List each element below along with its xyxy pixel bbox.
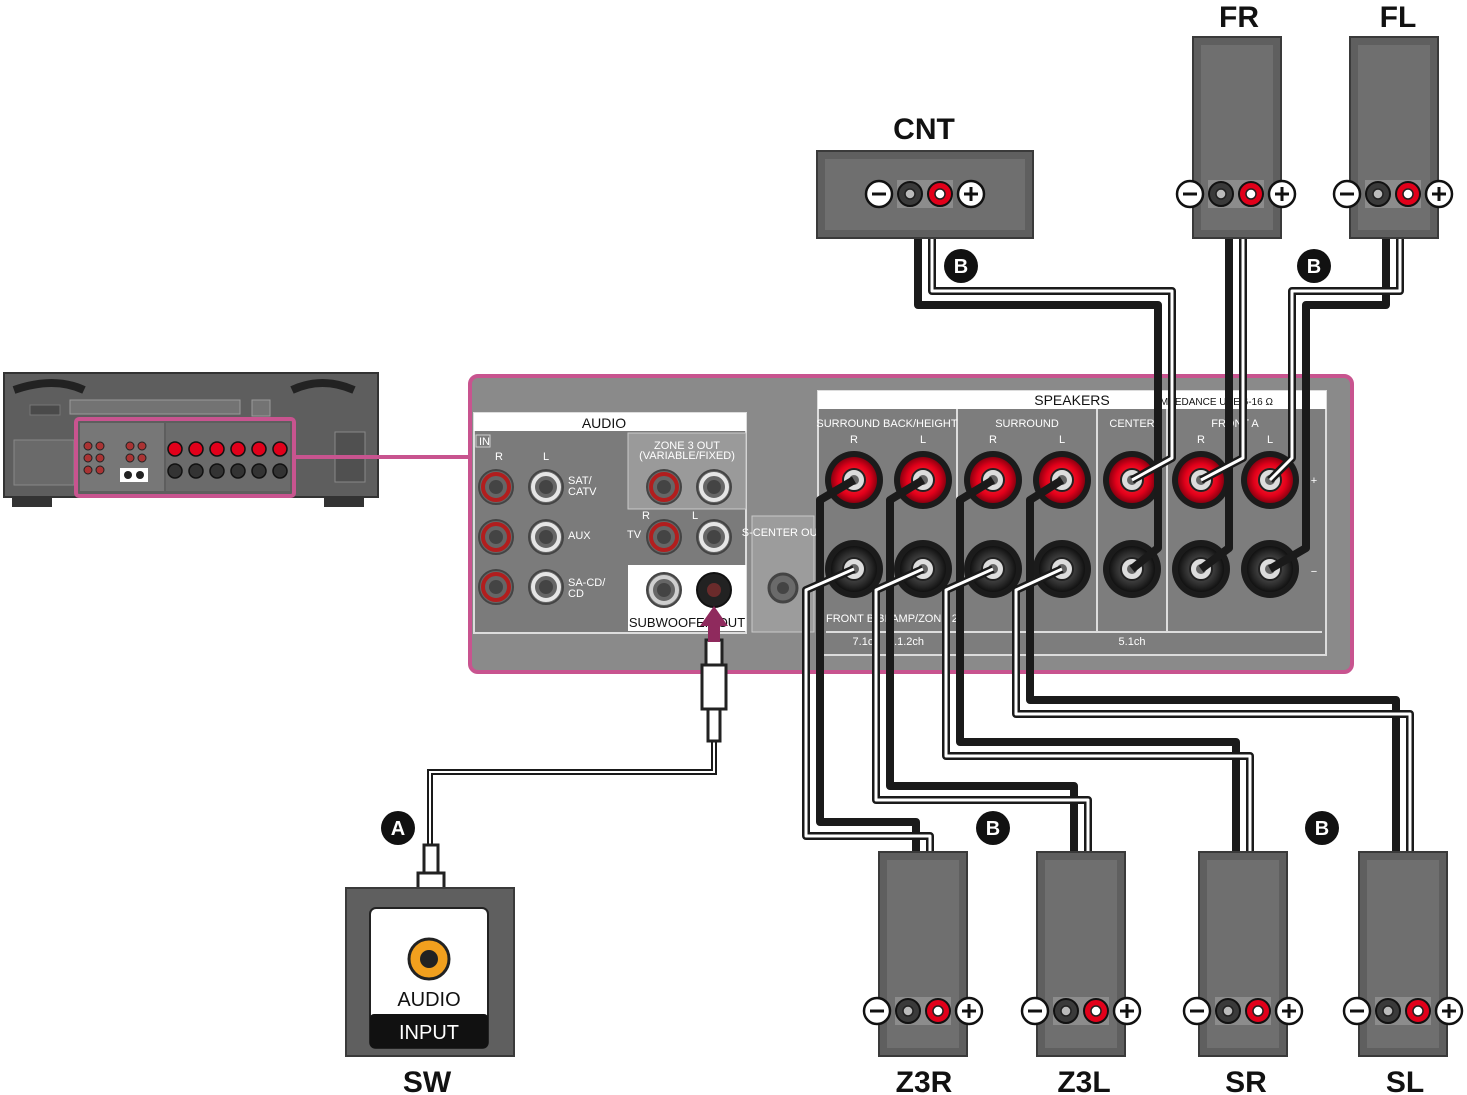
label-z3r: Z3R bbox=[896, 1066, 953, 1095]
callout-a: A bbox=[381, 811, 415, 845]
sbh-r-label: R bbox=[850, 434, 858, 446]
label-fl: FL bbox=[1380, 1, 1417, 34]
rca-jack-white bbox=[528, 469, 564, 505]
plus-icon bbox=[1112, 996, 1142, 1026]
rca-jack-white bbox=[528, 569, 564, 605]
plus-icon bbox=[1274, 996, 1304, 1026]
audio-section: AUDIO IN R L SAT/ CATV AUX SA-CD/ CD ZON… bbox=[473, 412, 747, 634]
label-sw: SW bbox=[403, 1066, 452, 1095]
speaker-z3l bbox=[1020, 851, 1142, 1057]
callout-b-zone3: B bbox=[976, 811, 1010, 845]
center-label: CENTER bbox=[1109, 418, 1154, 430]
subwoofer: AUDIO INPUT bbox=[345, 887, 515, 1057]
zone3-out-label: ZONE 3 OUT bbox=[654, 440, 720, 452]
s-center-out-label: S-CENTER OUT bbox=[742, 527, 825, 539]
minus-icon bbox=[1332, 179, 1362, 209]
label-sr: SR bbox=[1225, 1066, 1267, 1095]
svg-text:B: B bbox=[1315, 818, 1329, 840]
rca-plug-bottom bbox=[422, 843, 440, 877]
surround-back-height-label: SURROUND BACK/HEIGHT bbox=[816, 418, 957, 430]
subwoofer-out-jack-1 bbox=[646, 572, 682, 608]
minus-icon bbox=[1342, 996, 1372, 1026]
speaker-sr bbox=[1182, 851, 1304, 1057]
sbh-l-label: L bbox=[920, 434, 926, 446]
minus-icon bbox=[864, 179, 894, 209]
svg-text:B: B bbox=[1307, 256, 1321, 278]
s-center-out-section: S-CENTER OUT bbox=[742, 515, 825, 633]
callout-b-surround: B bbox=[1305, 811, 1339, 845]
zone3-jack-l bbox=[696, 469, 732, 505]
fa-l-label: L bbox=[1267, 434, 1273, 446]
minus-icon bbox=[862, 996, 892, 1026]
subwoofer-out-label: SUBWOOFER OUT bbox=[629, 615, 745, 630]
callout-b-center: B bbox=[944, 249, 978, 283]
sa-cd-label-1: SA-CD/ bbox=[568, 577, 606, 589]
plus-icon bbox=[1267, 179, 1297, 209]
audio-r-label: R bbox=[495, 451, 503, 463]
sa-cd-label-2: CD bbox=[568, 588, 584, 600]
rca-jack-red bbox=[478, 519, 514, 555]
insert-arrow-icon bbox=[700, 606, 728, 642]
in-label: IN bbox=[479, 436, 490, 448]
sat-catv-label-1: SAT/ bbox=[568, 475, 593, 487]
sw-input-label: INPUT bbox=[399, 1022, 459, 1044]
surround-label: SURROUND bbox=[995, 418, 1059, 430]
minus-icon bbox=[1182, 996, 1212, 1026]
tv-label: TV bbox=[627, 529, 642, 541]
svg-text:A: A bbox=[391, 818, 405, 840]
audio-title: AUDIO bbox=[582, 415, 626, 431]
speaker-sl bbox=[1342, 851, 1464, 1057]
zone3-r-label: R bbox=[642, 510, 650, 522]
speakers-title: SPEAKERS bbox=[1034, 392, 1109, 408]
plus-icon bbox=[1424, 179, 1454, 209]
svg-text:B: B bbox=[986, 818, 1000, 840]
ch-51-label: 5.1ch bbox=[1119, 636, 1146, 648]
rear-panel: AUDIO IN R L SAT/ CATV AUX SA-CD/ CD ZON… bbox=[468, 374, 1354, 674]
panel-minus-mark: − bbox=[1311, 566, 1317, 578]
rca-jack-red bbox=[478, 469, 514, 505]
rca-plug-top bbox=[704, 638, 724, 668]
svg-text:B: B bbox=[954, 256, 968, 278]
speaker-cnt bbox=[816, 150, 1034, 239]
front-a-label: FRONT A bbox=[1211, 418, 1259, 430]
rca-jack-white bbox=[528, 519, 564, 555]
speaker-fr bbox=[1175, 36, 1297, 239]
label-cnt: CNT bbox=[893, 113, 955, 146]
speaker-z3r bbox=[862, 851, 984, 1057]
rca-jack-red bbox=[478, 569, 514, 605]
callout-b-front: B bbox=[1297, 249, 1331, 283]
subwoofer-out-jack-2 bbox=[696, 572, 732, 608]
impedance-label: IMPEDANCE USE 6-16 Ω bbox=[1157, 397, 1273, 408]
zone3-l-label: L bbox=[692, 510, 698, 522]
sw-audio-label: AUDIO bbox=[397, 989, 460, 1011]
plus-icon bbox=[1434, 996, 1464, 1026]
panel-plus-mark: + bbox=[1311, 475, 1317, 487]
minus-icon bbox=[1175, 179, 1205, 209]
zone3-out-sub: (VARIABLE/FIXED) bbox=[639, 450, 735, 462]
sur-l-label: L bbox=[1059, 434, 1065, 446]
tv-jack-l bbox=[696, 519, 732, 555]
fa-r-label: R bbox=[1197, 434, 1205, 446]
tv-jack-r bbox=[646, 519, 682, 555]
label-fr: FR bbox=[1219, 1, 1259, 34]
plus-icon bbox=[954, 996, 984, 1026]
plus-icon bbox=[956, 179, 986, 209]
speaker-fl bbox=[1332, 36, 1454, 239]
aux-label: AUX bbox=[568, 530, 591, 542]
label-z3l: Z3L bbox=[1057, 1066, 1110, 1095]
sur-r-label: R bbox=[989, 434, 997, 446]
audio-l-label: L bbox=[543, 451, 549, 463]
receiver-thumbnail bbox=[3, 372, 379, 507]
ch-512-label: 5.1.2ch bbox=[888, 636, 924, 648]
zone3-jack-r bbox=[646, 469, 682, 505]
label-sl: SL bbox=[1386, 1066, 1424, 1095]
sat-catv-label-2: CATV bbox=[568, 486, 597, 498]
minus-icon bbox=[1020, 996, 1050, 1026]
